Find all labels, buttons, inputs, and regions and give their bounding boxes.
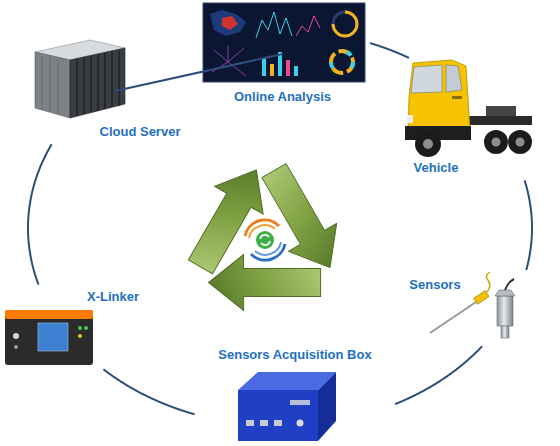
node-label: Sensors Acquisition Box bbox=[195, 347, 395, 363]
illustrated-node: Sensors Acquisition Box bbox=[195, 343, 395, 446]
illustrated-node: X-Linker bbox=[3, 285, 148, 369]
node-label: Cloud Server bbox=[80, 124, 200, 140]
recycle-symbol bbox=[163, 164, 337, 341]
node-label: X-Linker bbox=[83, 289, 143, 305]
node-label: Online Analysis bbox=[195, 89, 370, 105]
ring-connector bbox=[115, 54, 283, 91]
ring-connector bbox=[395, 346, 482, 404]
ring-connector bbox=[370, 43, 409, 58]
dashboard-screen bbox=[203, 3, 365, 82]
acquisition-box bbox=[238, 372, 336, 441]
server-rack bbox=[35, 40, 125, 118]
node-label: Vehicle bbox=[405, 160, 467, 176]
ring-connector bbox=[28, 144, 52, 284]
illustrated-node: Cloud Server bbox=[30, 38, 200, 144]
node-label: Sensors bbox=[405, 277, 465, 293]
illustrated-node: Online Analysis bbox=[195, 0, 370, 108]
x-linker-device bbox=[5, 310, 93, 365]
illustrated-node: Vehicle bbox=[400, 58, 535, 180]
illustrated-node: Sensors bbox=[405, 270, 550, 346]
ring-connector bbox=[103, 369, 194, 414]
truck-illustration bbox=[405, 60, 532, 157]
ring-connector bbox=[525, 180, 532, 270]
